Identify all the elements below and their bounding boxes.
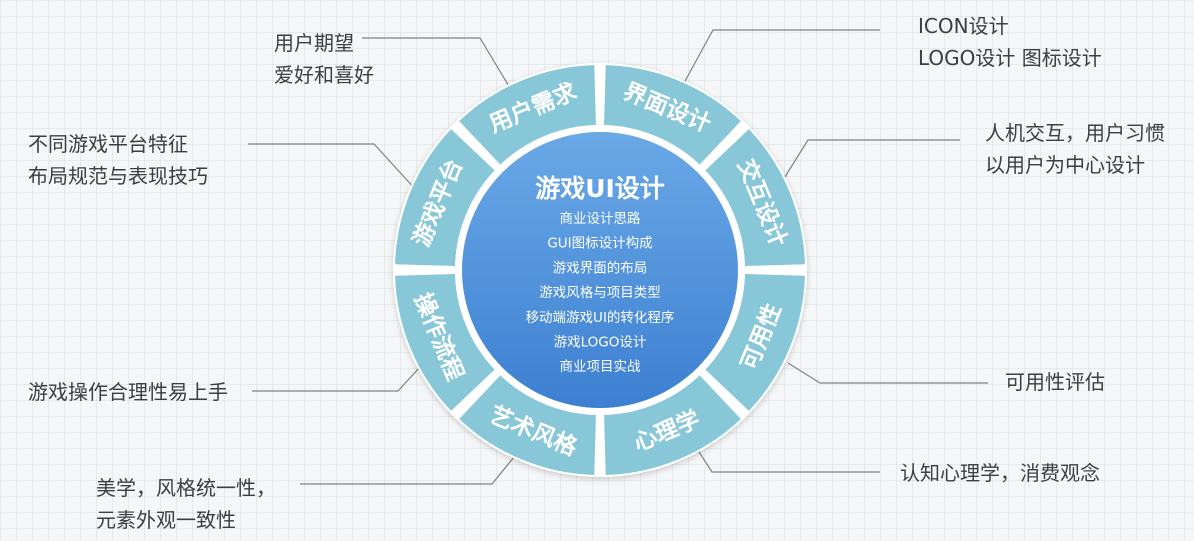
center-item: 游戏LOGO设计 — [554, 335, 647, 351]
connector-line — [248, 143, 417, 191]
annotation-block: 用户期望爱好和喜好 — [274, 27, 374, 91]
annotation-line: 布局规范与表现技巧 — [28, 164, 208, 188]
annotation-line: 不同游戏平台特征 — [28, 132, 188, 156]
annotation-block: 游戏操作合理性易上手 — [28, 376, 228, 408]
center-item: 移动端游戏UI的转化程序 — [526, 310, 675, 326]
connector-line — [689, 437, 880, 473]
center-item: 商业项目实战 — [560, 359, 641, 375]
annotation-block: ICON设计 LOGO设计 图标设计 — [918, 10, 1102, 74]
center-item: 游戏风格与项目类型 — [539, 285, 661, 301]
connector-line — [787, 362, 988, 384]
ring-segment — [459, 65, 596, 165]
annotation-line: 游戏操作合理性易上手 — [28, 380, 228, 404]
connector-line — [683, 29, 880, 84]
annotation-block: 可用性评估 — [1005, 366, 1105, 398]
annotation-line: 爱好和喜好 — [274, 63, 374, 87]
connector-line — [362, 37, 511, 89]
center-title: 游戏UI设计 — [535, 174, 665, 203]
annotation-line: 元素外观一致性 — [96, 508, 236, 532]
annotation-block: 认知心理学，消费观念 — [900, 457, 1100, 489]
ring-segment — [459, 375, 596, 475]
ring-segment — [705, 274, 805, 411]
center-item: 游戏界面的布局 — [553, 260, 648, 276]
connector-line — [300, 456, 515, 485]
annotation-line: ICON设计 — [918, 14, 1009, 38]
annotation-line: 人机交互，用户习惯 — [985, 121, 1165, 145]
center-text: 游戏UI设计 商业设计思路 GUI图标设计构成游戏界面的布局游戏风格与项目类型移动… — [526, 174, 675, 375]
center-item: 商业设计思路 — [560, 211, 641, 227]
annotation-line: LOGO设计 图标设计 — [918, 46, 1102, 70]
ring-segment — [395, 274, 495, 411]
connector-line — [782, 139, 960, 181]
center-circle — [462, 132, 738, 408]
annotation-line: 用户期望 — [274, 31, 354, 55]
connector-line — [252, 366, 421, 392]
annotation-block: 人机交互，用户习惯以用户为中心设计 — [985, 117, 1165, 181]
ring-segment — [395, 129, 495, 266]
annotation-line: 以用户为中心设计 — [985, 153, 1145, 177]
annotation-line: 认知心理学，消费观念 — [900, 461, 1100, 485]
center-item: GUI图标设计构成 — [547, 236, 652, 252]
annotation-line: 美学，风格统一性， — [96, 476, 276, 500]
ring-segment — [604, 375, 741, 475]
annotation-line: 可用性评估 — [1005, 370, 1105, 394]
ring-segment — [604, 65, 741, 165]
ring-segment — [705, 129, 805, 266]
annotation-block: 美学，风格统一性， 元素外观一致性 — [96, 472, 276, 536]
annotation-block: 不同游戏平台特征布局规范与表现技巧 — [28, 128, 208, 192]
